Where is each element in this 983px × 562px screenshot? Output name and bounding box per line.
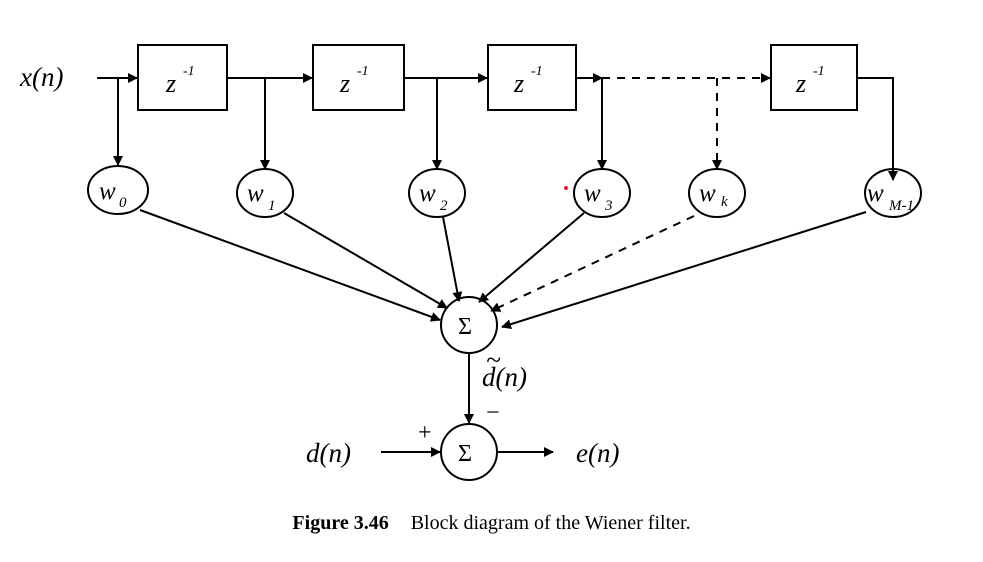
delay-block-2: z -1 (312, 44, 405, 111)
weight-w0-base: w (99, 178, 116, 205)
error-label: e(n) (576, 438, 619, 468)
weight-w3-subscript: 3 (604, 198, 613, 214)
weight-w3-base: w (584, 180, 601, 207)
weight-w0: w 0 (87, 165, 149, 215)
weight-wk: w k (688, 168, 746, 218)
delay-block-3-label: z (513, 69, 524, 98)
weight-wM-1-subscript: M-1 (888, 198, 914, 214)
delay-block-4: z -1 (770, 44, 858, 111)
delay-block-3-exponent: -1 (531, 64, 543, 79)
figure-caption-text: Block diagram of the Wiener filter. (410, 512, 691, 534)
weight-w2-base: w (419, 180, 436, 207)
estimate-accent: ~ (486, 345, 501, 375)
summation-node-1-symbol: Σ (458, 314, 472, 340)
delay-block-3: z -1 (487, 44, 577, 111)
weight-wk-base: w (699, 180, 716, 207)
weight-w2-subscript: 2 (440, 198, 448, 214)
minus-sign: − (486, 400, 500, 426)
weight-wk-subscript: k (721, 194, 728, 210)
weight-wM-1: w M-1 (864, 168, 922, 218)
figure-caption: Figure 3.46 Block diagram of the Wiener f… (0, 512, 983, 535)
plus-sign: + (418, 420, 432, 446)
delay-block-4-label: z (795, 69, 806, 98)
delay-block-2-label: z (339, 69, 350, 98)
tap-lines (113, 78, 722, 170)
summation-node-2-symbol: Σ (458, 441, 472, 467)
weight-to-sum-lines (139, 209, 867, 330)
desired-label: d(n) (306, 438, 351, 468)
figure-number: Figure 3.46 (292, 512, 389, 534)
estimate-label: d(n) (482, 362, 527, 392)
delay-block-1-label: z (165, 69, 176, 98)
delay-block-1: z -1 (137, 44, 228, 111)
delay-block-4-exponent: -1 (813, 64, 825, 79)
red-dot (564, 186, 568, 190)
weight-w1-base: w (247, 180, 264, 207)
delay-block-2-exponent: -1 (357, 64, 369, 79)
weight-w3: w 3 (573, 168, 631, 218)
summation-node-2: Σ (440, 423, 498, 481)
weight-wM-1-base: w (867, 180, 884, 207)
weight-w0-subscript: 0 (119, 195, 127, 211)
delay-line (97, 73, 898, 181)
weight-w2: w 2 (408, 168, 466, 218)
delay-block-1-exponent: -1 (183, 64, 195, 79)
weight-w1-subscript: 1 (268, 198, 276, 214)
weight-w1: w 1 (236, 168, 294, 218)
input-label: x(n) (19, 62, 63, 92)
